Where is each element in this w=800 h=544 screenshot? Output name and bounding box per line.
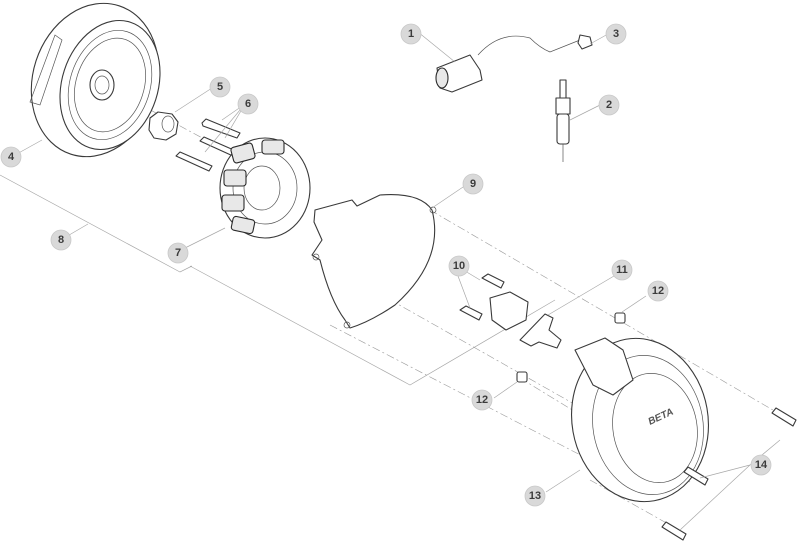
callout-label: 2: [606, 99, 612, 111]
callout-label: 1: [408, 28, 414, 40]
cable-bracket-part[interactable]: [519, 313, 562, 349]
callout-14[interactable]: 14: [750, 454, 772, 476]
callout-2[interactable]: 2: [598, 94, 620, 116]
spark-plug-part[interactable]: [555, 79, 571, 162]
callout-12-lower[interactable]: 12: [471, 389, 493, 411]
dowel-pin-part-upper[interactable]: [614, 312, 626, 324]
cover-gasket-part[interactable]: [311, 194, 437, 329]
bracket-line-8: [0, 174, 193, 273]
callout-4[interactable]: 4: [0, 146, 22, 168]
flywheel-nut-part[interactable]: [148, 111, 179, 141]
callout-8[interactable]: 8: [50, 229, 72, 251]
callout-11[interactable]: 11: [611, 259, 633, 281]
callout-6[interactable]: 6: [237, 93, 259, 115]
pickup-screws-part[interactable]: [459, 273, 529, 331]
axis-line-lower: [329, 324, 591, 461]
stator-part[interactable]: [219, 137, 311, 239]
callout-7[interactable]: 7: [167, 242, 189, 264]
callout-label: 6: [245, 98, 251, 110]
callout-label: 12: [476, 394, 488, 406]
magneto-cover-part[interactable]: BETA: [559, 327, 721, 512]
axis-line-gasket: [319, 259, 621, 431]
callout-label: 5: [217, 81, 223, 93]
callout-label: 12: [652, 285, 664, 297]
flywheel-part[interactable]: [12, 0, 178, 173]
callout-10[interactable]: 10: [448, 255, 470, 277]
callout-label: 8: [58, 234, 64, 246]
callout-label: 4: [8, 151, 15, 163]
callout-label: 13: [529, 490, 541, 502]
callout-label: 11: [616, 264, 628, 276]
axis-line-upper: [429, 209, 791, 421]
stator-screws-part[interactable]: [175, 118, 241, 172]
dowel-pin-part-lower[interactable]: [516, 371, 528, 383]
callout-label: 14: [755, 459, 768, 471]
callout-9[interactable]: 9: [462, 173, 484, 195]
axis-line-screw: [589, 479, 671, 526]
callout-1[interactable]: 1: [400, 23, 422, 45]
callout-13[interactable]: 13: [524, 485, 546, 507]
callout-label: 10: [453, 260, 465, 272]
callout-label: 9: [470, 178, 476, 190]
callout-12-upper[interactable]: 12: [647, 280, 669, 302]
ignition-coil-part[interactable]: [435, 34, 593, 93]
callout-5[interactable]: 5: [209, 76, 231, 98]
callout-label: 3: [613, 28, 619, 40]
callout-label: 7: [175, 247, 181, 259]
callout-3[interactable]: 3: [605, 23, 627, 45]
leader-lines: [14, 31, 781, 531]
cover-screws-part[interactable]: [661, 407, 797, 541]
